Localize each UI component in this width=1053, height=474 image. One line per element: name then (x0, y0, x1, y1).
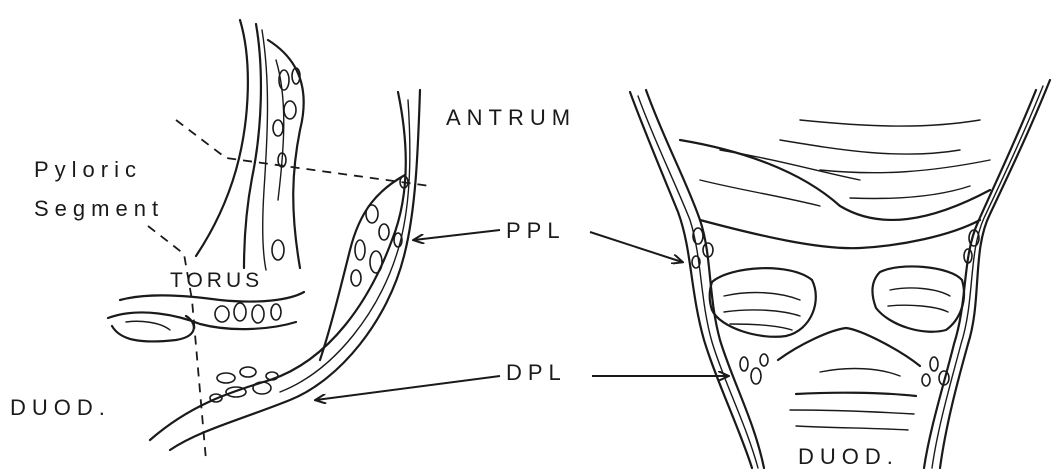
label-antrum: ANTRUM (446, 107, 576, 129)
right-section-drawing (630, 80, 1050, 468)
label-torus: TORUS (170, 270, 263, 291)
label-dpl: DPL (506, 362, 567, 384)
label-segment: Segment (34, 198, 164, 220)
ppl-arrow-right (590, 232, 682, 262)
left-section-drawing (108, 20, 430, 460)
label-duod-right: DUOD. (798, 446, 899, 468)
label-duod-left: DUOD. (10, 397, 111, 419)
label-ppl: PPL (506, 220, 566, 242)
label-pyloric: Pyloric (34, 159, 142, 181)
torus-nuclei (215, 303, 281, 323)
ppl-arrow-left (414, 230, 500, 240)
left-dpl-nuclei (740, 354, 768, 384)
dpl-arrow-left (316, 376, 500, 400)
